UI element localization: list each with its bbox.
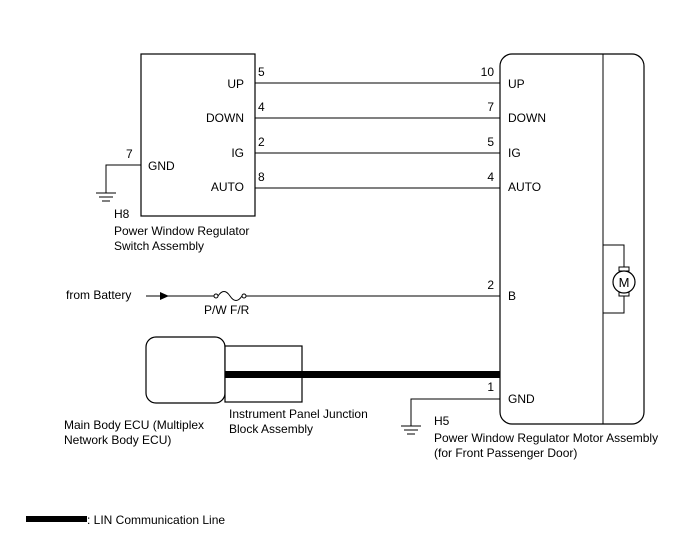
fuse-label: P/W F/R — [204, 303, 250, 317]
switch-gnd-label: GND — [148, 159, 175, 173]
switch-pin-label-down: DOWN — [206, 111, 244, 125]
motor-gnd-pin-number: 1 — [487, 380, 494, 394]
legend-lin-line-sample — [26, 516, 87, 522]
motor-connector-id: H5 — [434, 414, 450, 428]
motor-pin-label-down: DOWN — [508, 111, 546, 125]
motor-pin-label-b: B — [508, 289, 516, 303]
switch-name-line2: Switch Assembly — [114, 239, 204, 253]
switch-pin-number-down: 4 — [258, 100, 265, 114]
motor-name-line1: Power Window Regulator Motor Assembly — [434, 431, 658, 445]
switch-pin-label-ig: IG — [231, 146, 244, 160]
motor-pin-number-down: 7 — [487, 100, 494, 114]
motor-pin-label-auto: AUTO — [508, 180, 541, 194]
ecu-name-line1: Main Body ECU (Multiplex — [64, 418, 204, 432]
main-body-ecu-box — [145, 336, 226, 404]
switch-pin-number-auto: 8 — [258, 170, 265, 184]
motor-gnd-label: GND — [508, 392, 535, 406]
lin-communication-line — [225, 371, 500, 378]
motor-pin-number-b: 2 — [487, 278, 494, 292]
switch-ground-symbol — [96, 164, 141, 202]
switch-pin-label-auto: AUTO — [211, 180, 244, 194]
motor-ground-symbol — [401, 398, 500, 435]
switch-pin-number-up: 5 — [258, 65, 265, 79]
motor-pin-number-auto: 4 — [487, 170, 494, 184]
switch-assembly-box — [140, 53, 256, 217]
motor-pin-number-ig: 5 — [487, 135, 494, 149]
fuse-icon — [213, 291, 247, 301]
switch-pin-label-up: UP — [227, 77, 244, 91]
battery-arrow-icon — [146, 292, 214, 300]
switch-pin-number-ig: 2 — [258, 135, 265, 149]
switch-gnd-pin-number: 7 — [126, 147, 133, 161]
battery-label: from Battery — [66, 288, 131, 302]
motor-pin-label-ig: IG — [508, 146, 521, 160]
motor-name-line2: (for Front Passenger Door) — [434, 446, 577, 460]
junction-name-line2: Block Assembly — [229, 422, 313, 436]
motor-icon: M — [603, 244, 636, 314]
junction-name-line1: Instrument Panel Junction — [229, 407, 368, 421]
motor-symbol-letter: M — [619, 275, 630, 290]
legend-label: : LIN Communication Line — [87, 513, 225, 527]
switch-name-line1: Power Window Regulator — [114, 224, 249, 238]
motor-pin-number-up: 10 — [481, 65, 495, 79]
motor-pin-label-up: UP — [508, 77, 525, 91]
ecu-name-line2: Network Body ECU) — [64, 433, 171, 447]
switch-connector-id: H8 — [114, 207, 130, 221]
motor-assembly-box — [499, 53, 645, 425]
